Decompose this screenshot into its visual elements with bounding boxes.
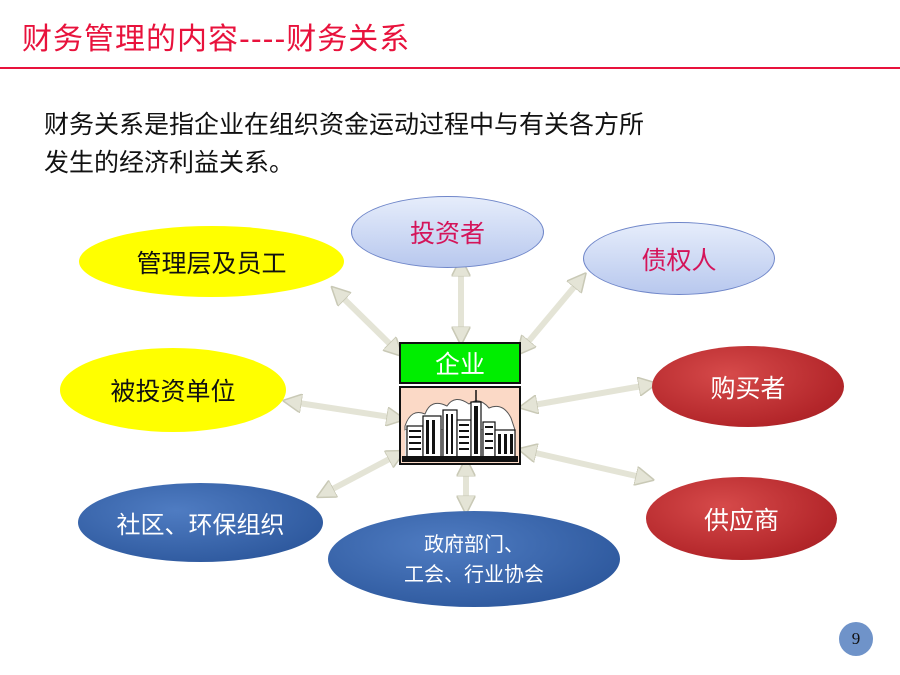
arrow-creditor [523, 280, 580, 348]
node-government: 政府部门、 工会、行业协会 [328, 511, 620, 607]
node-creditor-label: 债权人 [641, 245, 717, 275]
node-investee-label: 被投资单位 [110, 377, 236, 406]
page-title: 财务管理的内容----财务关系 [22, 22, 411, 57]
node-creditor: 债权人 [583, 222, 775, 295]
node-investor-label: 投资者 [409, 219, 485, 248]
page-number-badge: 9 [839, 622, 873, 656]
node-management: 管理层及员工 [79, 226, 344, 297]
node-investee: 被投资单位 [60, 348, 286, 432]
node-community-label: 社区、环保组织 [116, 511, 285, 539]
title-divider [0, 67, 900, 69]
node-buyer: 购买者 [652, 346, 844, 427]
intro-line-2: 发生的经济利益关系。 [44, 148, 295, 177]
node-supplier-label: 供应商 [703, 505, 779, 535]
intro-text: 财务关系是指企业在组织资金运动过程中与有关各方所 发生的经济利益关系。 [44, 106, 804, 182]
arrow-supplier [527, 451, 645, 478]
center-enterprise-label: 企业 [399, 342, 521, 384]
node-government-line-1: 政府部门、 [424, 532, 524, 556]
node-government-line-2: 工会、行业协会 [404, 562, 544, 586]
arrow-buyer [528, 385, 648, 406]
node-buyer-label: 购买者 [710, 373, 786, 403]
node-investor: 投资者 [351, 196, 544, 268]
node-management-label: 管理层及员工 [136, 248, 287, 278]
arrow-community [325, 455, 397, 493]
arrow-management [338, 293, 396, 350]
city-skyline-icon [399, 386, 521, 465]
node-community: 社区、环保组织 [78, 483, 323, 562]
arrow-investee [292, 402, 396, 418]
intro-line-1: 财务关系是指企业在组织资金运动过程中与有关各方所 [44, 110, 645, 139]
node-supplier: 供应商 [646, 477, 837, 560]
